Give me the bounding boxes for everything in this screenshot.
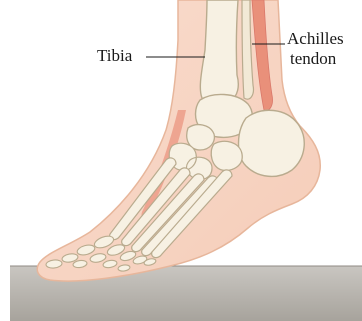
achilles-label-line1: Achilles bbox=[287, 29, 344, 48]
tibia-bone bbox=[200, 0, 238, 105]
achilles-label-line2: tendon bbox=[287, 49, 344, 69]
achilles-tendon-label: Achilles tendon bbox=[287, 29, 344, 69]
tibia-label: Tibia bbox=[97, 46, 132, 66]
calcaneus-bone bbox=[239, 110, 305, 176]
cuboid-bone bbox=[211, 141, 242, 170]
